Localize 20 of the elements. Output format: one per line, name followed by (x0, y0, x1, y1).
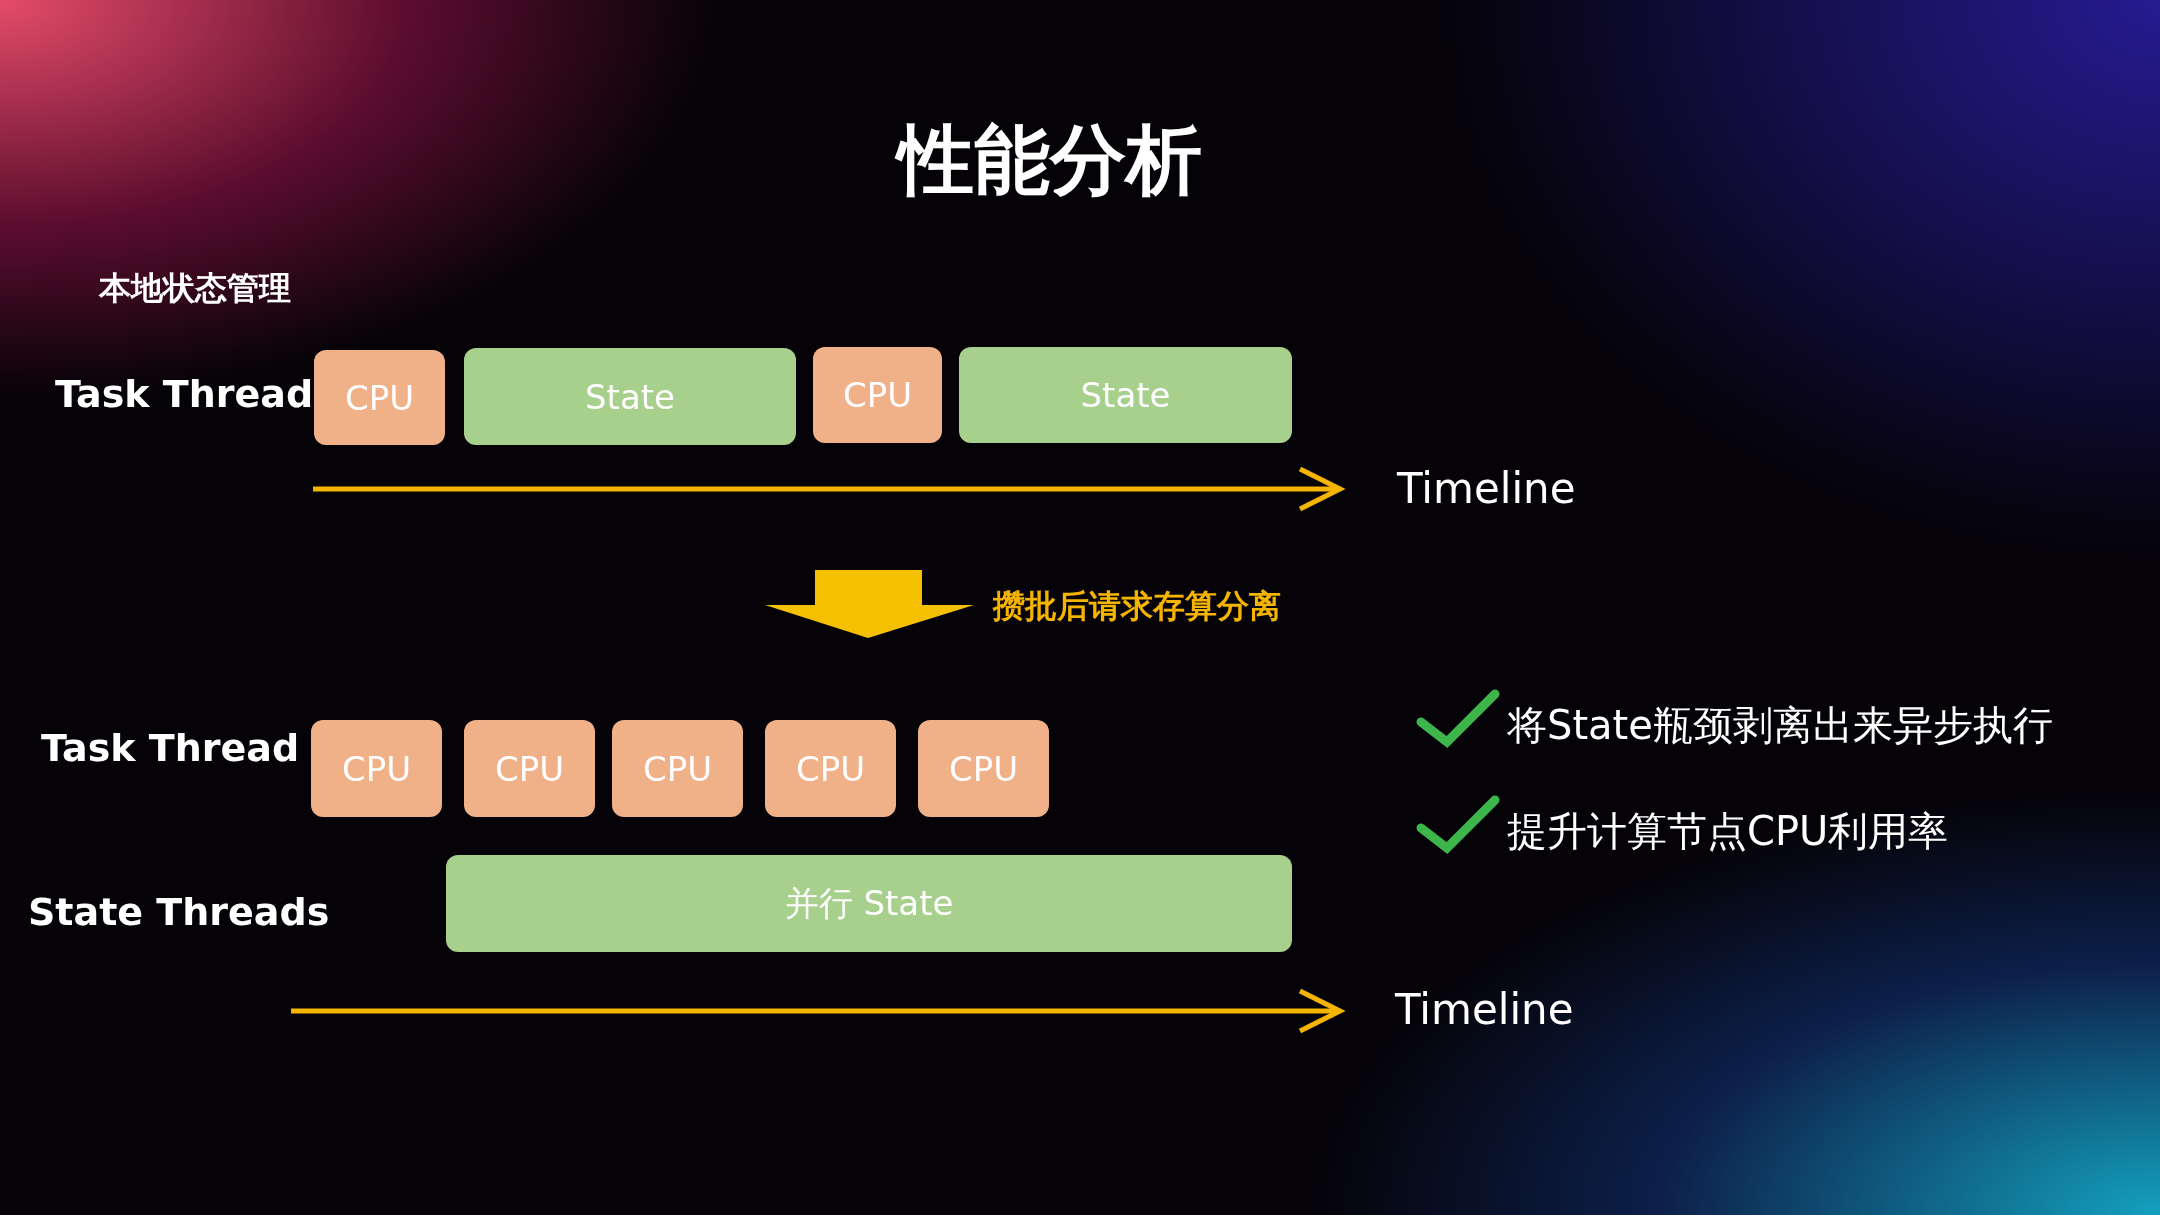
row-label: Task Thread (41, 729, 300, 767)
cpu-block: CPU (612, 720, 743, 817)
axis-label: Timeline (1397, 468, 1576, 510)
row-label: Task Thread (55, 375, 314, 413)
cpu-block: CPU (464, 720, 595, 817)
state-block: 并行 State (446, 855, 1292, 952)
axis-label: Timeline (1395, 989, 1574, 1031)
cpu-block: CPU (314, 350, 445, 445)
arrow-caption: 攒批后请求存算分离 (993, 590, 1281, 622)
state-block: State (464, 348, 796, 445)
section-heading: 本地状态管理 (99, 272, 291, 304)
benefit-text: 将State瓶颈剥离出来异步执行 (1507, 705, 2053, 745)
slide-title: 性能分析 (0, 122, 2100, 198)
cpu-block: CPU (765, 720, 896, 817)
cpu-block: CPU (918, 720, 1049, 817)
row-label: State Threads (28, 893, 330, 931)
benefit-text: 提升计算节点CPU利用率 (1507, 811, 1949, 851)
state-block: State (959, 347, 1292, 443)
cpu-block: CPU (813, 347, 942, 443)
cpu-block: CPU (311, 720, 442, 817)
